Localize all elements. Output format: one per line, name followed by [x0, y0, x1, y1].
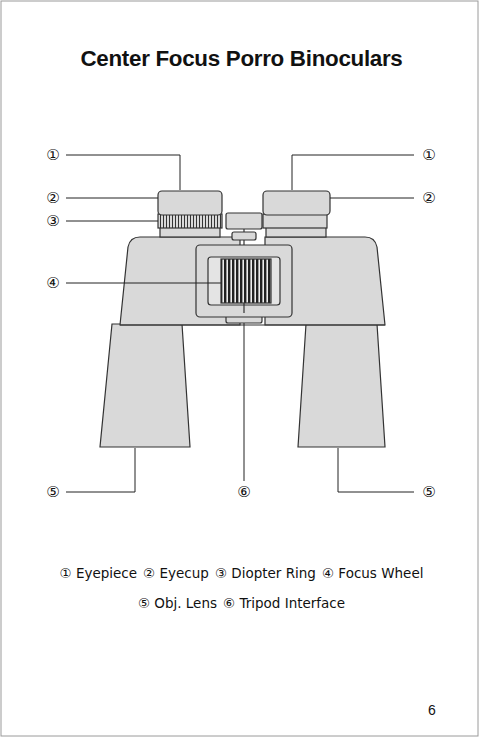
- objective-barrel: [298, 324, 385, 447]
- part-name: ④ Focus Wheel: [322, 565, 424, 581]
- callout-number: ②: [46, 191, 59, 206]
- part-name: ② Eyecup: [143, 565, 209, 581]
- callout-number: ④: [46, 276, 59, 291]
- eyecup: [158, 191, 222, 215]
- callout-number: ①: [422, 148, 435, 163]
- callout-number: ③: [46, 214, 59, 229]
- callout-number: ⑤: [422, 485, 435, 500]
- objective-barrel: [100, 324, 190, 447]
- caption-row: ① Eyepiece ② Eyecup ③ Diopter Ring ④ Focus …: [0, 565, 483, 581]
- callout-number: ⑤: [46, 485, 59, 500]
- page-title: Center Focus Porro Binoculars: [0, 46, 483, 72]
- part-name: ① Eyepiece: [60, 565, 138, 581]
- binocular-body: [100, 191, 385, 447]
- callout-number: ②: [422, 191, 435, 206]
- callout-number: ⑥: [237, 485, 250, 500]
- part-name: ⑥ Tripod Interface: [223, 595, 345, 611]
- part-name: ③ Diopter Ring: [215, 565, 316, 581]
- eyecup: [263, 191, 330, 215]
- part-name: ⑤ Obj. Lens: [138, 595, 217, 611]
- diopter-ring: [158, 214, 222, 228]
- callout-number: ①: [46, 148, 59, 163]
- caption-row: ⑤ Obj. Lens ⑥ Tripod Interface: [0, 595, 483, 611]
- eyepiece-ring: [263, 214, 327, 228]
- hinge-bridge: [226, 213, 262, 229]
- leader-lines: [66, 155, 414, 492]
- focus-wheel: [221, 259, 271, 303]
- focus-housing: [196, 245, 292, 317]
- page-number: 6: [428, 702, 436, 718]
